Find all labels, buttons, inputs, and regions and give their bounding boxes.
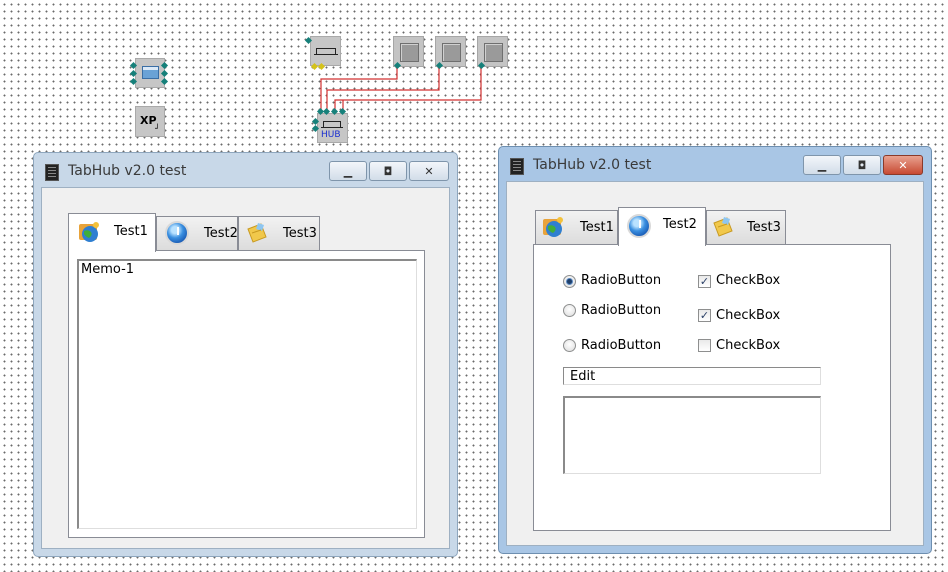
restore-icon: ◘ <box>383 164 393 178</box>
checkbox-1[interactable]: ✓ <box>698 275 711 288</box>
close-icon: ✕ <box>898 158 908 172</box>
tab-label: Test2 <box>204 226 238 241</box>
close-button[interactable]: ✕ <box>883 155 923 175</box>
clock-icon <box>627 214 651 238</box>
tab-line <box>321 127 343 128</box>
tab-test2[interactable]: Test2 <box>618 207 706 246</box>
tab-test1[interactable]: Test1 <box>68 213 156 252</box>
memo-text: Memo-1 <box>81 262 135 277</box>
note-icon <box>247 223 267 243</box>
panel-component-3[interactable] <box>477 36 508 67</box>
title-bar[interactable]: TabHub v2.0 test ▁ ◘ ✕ <box>34 153 457 187</box>
xp-label: XP <box>140 114 157 127</box>
memo-1[interactable]: Memo-1 <box>77 259 417 529</box>
close-icon: ✕ <box>424 164 434 178</box>
globe-icon <box>543 217 563 237</box>
wire-1 <box>320 66 398 112</box>
minimize-button[interactable]: ▁ <box>329 161 367 181</box>
wire-3 <box>334 66 482 112</box>
form-component[interactable] <box>135 58 165 88</box>
maximize-button[interactable]: ◘ <box>843 155 881 175</box>
minimize-icon: ▁ <box>817 158 827 172</box>
tab-label: Test3 <box>283 226 317 241</box>
tab-test3[interactable]: Test3 <box>706 210 786 244</box>
window-title: TabHub v2.0 test <box>68 163 187 179</box>
tab-test2[interactable]: Test2 <box>156 216 238 250</box>
tab-label: Test2 <box>663 217 697 232</box>
minimize-icon: ▁ <box>343 164 353 178</box>
checkbox-label: CheckBox <box>716 338 781 353</box>
radio-button-3[interactable] <box>563 339 576 352</box>
tab-test3[interactable]: Test3 <box>238 216 320 250</box>
radio-label: RadioButton <box>581 338 662 353</box>
tabcontrol-component[interactable] <box>310 36 341 66</box>
maximize-button[interactable]: ◘ <box>369 161 407 181</box>
tab-panel: RadioButton RadioButton RadioButton ✓ Ch… <box>533 244 891 531</box>
panel-component-1[interactable] <box>393 36 424 67</box>
tab-test1[interactable]: Test1 <box>535 210 618 244</box>
checkbox-3[interactable] <box>698 339 711 352</box>
radio-button-2[interactable] <box>563 304 576 317</box>
tab-panel: Memo-1 <box>68 250 425 538</box>
minimize-button[interactable]: ▁ <box>803 155 841 175</box>
tab-label: Test3 <box>747 220 781 235</box>
edit-field[interactable]: Edit <box>563 367 821 385</box>
app-icon <box>45 164 59 181</box>
close-button[interactable]: ✕ <box>409 161 449 181</box>
corner-mark-icon: ┘ <box>155 124 160 133</box>
client-area: Test1 Test2 Test3 Memo-1 <box>41 187 450 549</box>
window-title: TabHub v2.0 test <box>533 157 652 173</box>
checkbox-label: CheckBox <box>716 273 781 288</box>
radio-button-1[interactable] <box>563 275 576 288</box>
globe-icon <box>79 222 99 242</box>
restore-icon: ◘ <box>857 158 867 172</box>
radio-label: RadioButton <box>581 303 662 318</box>
clock-icon <box>165 221 189 245</box>
edit-text: Edit <box>570 369 596 384</box>
memo-2[interactable] <box>563 396 821 474</box>
wire-2 <box>326 66 440 112</box>
app-icon <box>510 158 524 175</box>
window-right[interactable]: TabHub v2.0 test ▁ ◘ ✕ Test1 Test2 <box>498 146 932 554</box>
checkbox-label: CheckBox <box>716 308 781 323</box>
hub-label: HUB <box>321 130 341 140</box>
title-bar[interactable]: TabHub v2.0 test ▁ ◘ ✕ <box>499 147 931 181</box>
hub-component[interactable]: HUB <box>317 113 348 143</box>
tab-label: Test1 <box>114 224 148 239</box>
tab-label: Test1 <box>580 220 614 235</box>
window-left[interactable]: TabHub v2.0 test ▁ ◘ ✕ Test1 Test2 <box>33 152 458 557</box>
tab-line <box>314 54 338 55</box>
radio-label: RadioButton <box>581 273 662 288</box>
client-area: Test1 Test2 Test3 RadioButton RadioButto… <box>506 181 924 546</box>
xp-component[interactable]: XP ┘ <box>135 106 165 137</box>
checkbox-2[interactable]: ✓ <box>698 309 711 322</box>
window-icon <box>142 66 159 79</box>
note-icon <box>713 217 733 237</box>
tab-shape-icon <box>316 48 336 54</box>
tab-shape-icon <box>323 121 341 127</box>
panel-component-2[interactable] <box>435 36 466 67</box>
